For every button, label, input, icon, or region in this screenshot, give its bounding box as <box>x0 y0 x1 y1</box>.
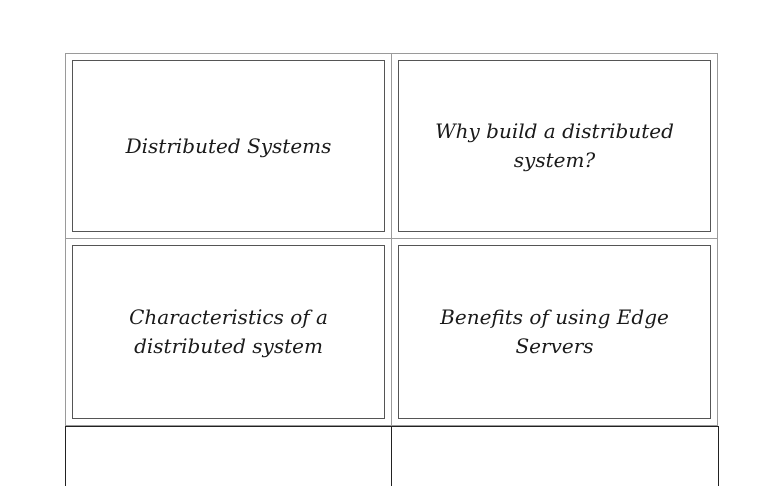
card-cell-2: Why build a distributed system? <box>391 53 718 239</box>
card-title-1: Distributed Systems <box>125 133 332 158</box>
card-cell-1: Distributed Systems <box>65 53 392 239</box>
card-cell-6-partial <box>391 426 719 486</box>
card-frame-1: Distributed Systems <box>72 60 385 232</box>
card-cell-4: Benefits of using Edge Servers <box>391 238 718 426</box>
card-frame-4: Benefits of using Edge Servers <box>398 245 711 419</box>
card-cell-5-partial <box>65 426 392 486</box>
card-title-2: Why build a distributed system? <box>435 119 674 172</box>
card-title-3: Characteristics of a distributed system <box>129 305 328 358</box>
card-cell-3: Characteristics of a distributed system <box>65 238 392 426</box>
card-title-4: Benefits of using Edge Servers <box>440 305 669 358</box>
card-frame-2: Why build a distributed system? <box>398 60 711 232</box>
card-frame-3: Characteristics of a distributed system <box>72 245 385 419</box>
